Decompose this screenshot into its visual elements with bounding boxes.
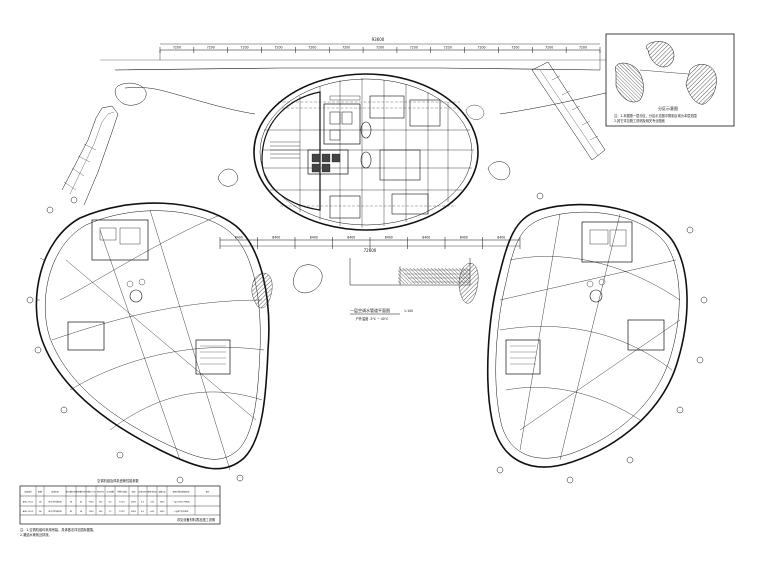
table-cell: 5.5 — [141, 502, 145, 504]
top-dimension-label: 7200 — [477, 46, 485, 50]
top-dimension-label: 7200 — [274, 46, 282, 50]
table-cell: 42 — [70, 511, 73, 513]
right-wing — [486, 203, 688, 468]
mid-dimension-label: 8400 — [310, 236, 318, 240]
table-cell: 9500 — [89, 502, 95, 504]
table-cell: 7.2 — [108, 511, 112, 513]
left-wing — [35, 202, 270, 471]
table-cell: 一层展厅及休息区 — [173, 509, 188, 513]
table-cell: 45 — [80, 502, 83, 504]
equipment-table-remarks: 详见设备材料表及施工说明 — [177, 517, 215, 522]
top-dimension-label: 7200 — [342, 46, 350, 50]
table-header-cell: 重量(kg) — [158, 490, 166, 494]
table-cell: 一层门厅及公共区域 — [172, 500, 189, 504]
table-cell: ≤65 — [150, 510, 155, 513]
table-header-cell: 设备编号 — [24, 490, 32, 494]
left-wing-hatch — [251, 272, 273, 309]
top-dimension-total: 93600 — [372, 37, 385, 42]
table-cell: 组合式空调机组 — [48, 509, 61, 513]
table-header-cell: 余压(Pa) — [97, 490, 105, 494]
mid-dimension-label: 8400 — [385, 236, 393, 240]
table-header-cell: 噪声dB(A) — [147, 490, 156, 494]
mid-dimension-label: 8400 — [422, 236, 430, 240]
table-cell: 380V — [131, 502, 137, 504]
table-header-cell: 制冷量(kW) — [66, 490, 76, 494]
table-cell: AHU-1F-02 — [23, 510, 34, 513]
key-plan-title: 分区示意图 — [658, 105, 678, 111]
top-dimension-label: 7200 — [207, 46, 215, 50]
mid-dimension-label: 8400 — [272, 236, 280, 240]
plan-scale: 1:100 — [404, 309, 413, 313]
top-dimension-label: 7200 — [241, 46, 249, 50]
top-dimension-label: 7200 — [376, 46, 384, 50]
top-dimension-label: 7200 — [579, 46, 587, 50]
top-dimension-label: 7200 — [173, 46, 181, 50]
mid-dimension-label: 8400 — [497, 236, 505, 240]
mid-dimension-label: 8400 — [460, 236, 468, 240]
site-lines — [100, 50, 620, 115]
equipment-table-title: 空调机组及风机盘管性能参数 — [97, 478, 139, 483]
left-ramp — [61, 82, 147, 206]
top-dimension-label: 7200 — [444, 46, 452, 50]
right-wing-hatch — [458, 263, 479, 304]
central-building — [217, 73, 511, 231]
table-cell: 1台 — [38, 509, 41, 513]
left-wing-grid-bubbles — [26, 196, 244, 484]
table-cell: 9.6 — [108, 502, 112, 504]
table-cell: 1420 — [160, 511, 166, 513]
mid-dimension-chain: 8400 8400 8400 8400 8400 8400 8400 8400 72600 — [219, 236, 521, 253]
top-dimension-label: 7200 — [511, 46, 519, 50]
table-header-cell: 冷水流量 — [106, 490, 114, 494]
table-cell: 7/12℃ — [119, 501, 125, 504]
table-header-cell: 设备名称 — [51, 490, 59, 494]
table-header-cell: 电压 — [132, 490, 136, 494]
top-dimension-label: 7200 — [545, 46, 553, 50]
table-cell: AHU-1F-01 — [23, 501, 34, 504]
table-header-cell: 数量 — [38, 490, 42, 494]
key-plan: 分区示意图 注：1.本图按一层分区，分区示意图中阴影区域为本层范围 2.其它详见… — [605, 33, 735, 127]
equipment-table-note-1: 注：1.空调机组均采用吊装，具体做法详见国标图集。 — [20, 527, 96, 532]
plan-title: 一层空调水管道平面图 — [350, 307, 390, 313]
right-wing-grid-bubbles — [496, 192, 708, 484]
plan-subtitle: 户外温度 -5℃ ~ 40℃ — [356, 316, 389, 321]
table-cell: 300 — [99, 502, 103, 504]
top-dimension-label: 7200 — [410, 46, 418, 50]
table-header-cell: 供回水温度 — [117, 490, 127, 494]
table-cell: 56 — [70, 502, 73, 504]
top-dimension-label: 7200 — [308, 46, 316, 50]
table-cell: 36 — [80, 511, 83, 513]
mid-dimension-label: 8400 — [235, 236, 243, 240]
top-dimension-chain: 7200 7200 7200 7200 7200 7200 7200 7200 7200 7200… — [159, 37, 601, 53]
right-ramp — [531, 61, 606, 161]
table-cell: 1台 — [38, 500, 41, 504]
key-plan-note-2: 2.其它详见施工说明及相关专业图纸 — [614, 118, 666, 123]
key-plan-note-1: 注：1.本图按一层分区，分区示意图中阴影区域为本层范围 — [614, 113, 697, 118]
equipment-table: 空调机组及风机盘管性能参数 设备编号 数量 设备名称 制冷量(kW)制热量(kW)风量… — [19, 478, 221, 537]
table-cell: 1850 — [160, 502, 166, 504]
table-header-cell: 风量(m³/h) — [86, 490, 96, 494]
plan-title-block: 一层空调水管道平面图 1:100 户外温度 -5℃ ~ 40℃ — [350, 307, 413, 321]
table-header-cell: 功率(kW) — [138, 490, 146, 494]
table-cell: 300 — [99, 511, 103, 513]
mid-dimension-label: 8400 — [347, 236, 355, 240]
table-header-cell: 备注 — [206, 490, 210, 494]
table-header-cell: 安装位置及服务区域 — [172, 490, 189, 494]
table-cell: 380V — [131, 511, 137, 513]
equipment-table-note-2: 2.凝结水管就近排放。 — [20, 532, 52, 537]
table-cell: 组合式空调机组 — [48, 500, 61, 504]
mid-dimension-total: 72600 — [364, 248, 377, 253]
table-cell: ≤65 — [150, 501, 155, 504]
table-cell: 7/12℃ — [119, 510, 125, 513]
table-cell: 7200 — [89, 511, 95, 513]
table-header-cell: 制热量(kW) — [76, 490, 86, 494]
entry-steps — [293, 258, 471, 294]
table-cell: 4.0 — [141, 511, 145, 513]
